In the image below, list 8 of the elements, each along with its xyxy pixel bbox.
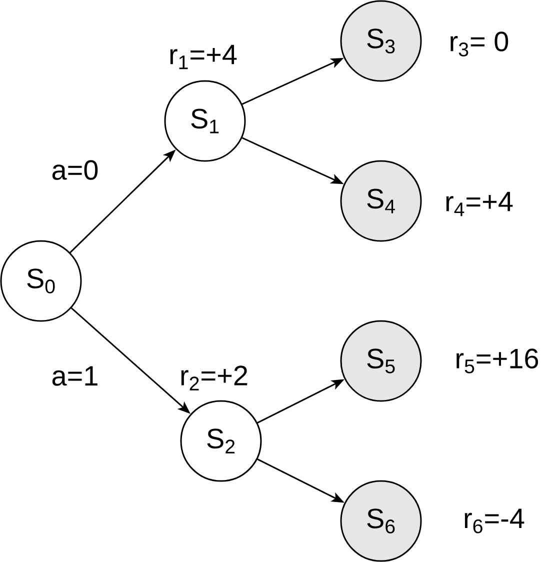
edge-label: a=1 — [50, 365, 100, 387]
reward-label: r$_{1}$=+4 — [170, 44, 237, 70]
reward-label: r$_{2}$=+2 — [181, 366, 248, 390]
reward-label: r$_{6}$=-4 — [464, 508, 524, 534]
reward-label: r$_{3}$= 0 — [450, 32, 508, 56]
reward-label: r$_{4}$=+4 — [446, 192, 513, 216]
reward-label: r$_{5}$=+16 — [456, 348, 538, 374]
edge-label: a=0 — [50, 159, 100, 181]
